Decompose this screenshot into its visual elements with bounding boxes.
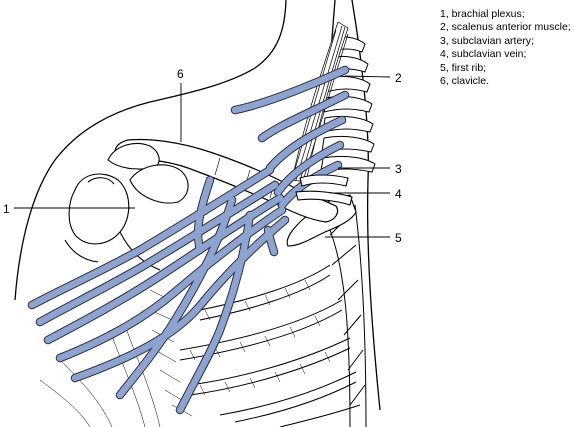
legend-item-first-rib: 5, first rib; (440, 61, 487, 74)
legend: 1, brachial plexus; 2, scalenus anterior… (440, 8, 574, 88)
callout-1: 1 (3, 202, 10, 216)
legend-item-scalenus-anterior: 2, scalenus anterior muscle; (440, 21, 571, 34)
callout-2: 2 (395, 71, 402, 85)
legend-item-subclavian-artery: 3, subclavian artery; (440, 34, 534, 47)
legend-item-clavicle: 6, clavicle. (440, 75, 490, 88)
rib-cage (179, 264, 361, 427)
subclavian-vein (295, 190, 353, 206)
shoulder-bones (64, 142, 189, 271)
brachial-plexus (27, 65, 350, 415)
leader-line-2 (344, 75, 391, 78)
callout-4: 4 (395, 187, 402, 201)
subclavian-artery (299, 174, 349, 187)
callout-6: 6 (177, 67, 184, 81)
sternum (329, 204, 367, 427)
legend-item-brachial-plexus: 1, brachial plexus; (440, 8, 525, 20)
leader-lines (14, 75, 391, 238)
legend-item-subclavian-vein: 4, subclavian vein; (440, 48, 527, 61)
callout-3: 3 (395, 162, 402, 176)
callout-5: 5 (395, 231, 402, 245)
